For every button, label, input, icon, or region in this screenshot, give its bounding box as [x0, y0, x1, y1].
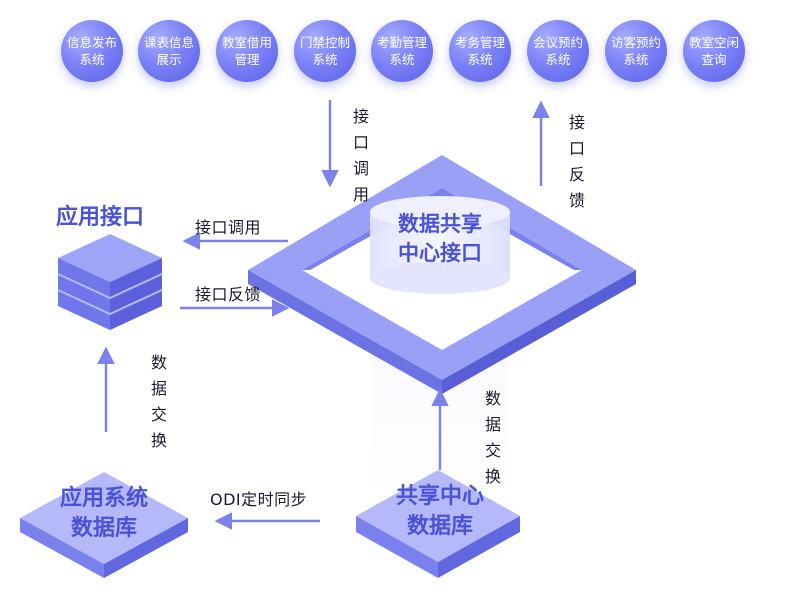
service-label: 考勤管理系统: [377, 35, 428, 67]
hub-cylinder: [370, 196, 510, 294]
label-left-exchange: 数据交换: [150, 353, 167, 450]
service-circle-visitor-booking[interactable]: 访客预约系统: [605, 20, 667, 82]
app-db-title-line1: 应用系统: [59, 486, 148, 511]
hub-title-line2: 中心接口: [398, 241, 482, 265]
app-db-tile: [20, 472, 188, 578]
service-label: 门禁控制系统: [300, 35, 351, 67]
label-left-call: 接口调用: [195, 218, 262, 237]
service-label: 访客预约系统: [611, 35, 662, 67]
hub-title-line1: 数据共享: [398, 212, 482, 236]
service-label: 课表信息展示: [144, 35, 195, 67]
service-circle-meeting-booking[interactable]: 会议预约系统: [527, 20, 589, 82]
label-right-exchange: 数据交换: [484, 389, 501, 486]
shared-db-title: 共享中心 数据库: [372, 482, 508, 542]
shared-db-title-line2: 数据库: [406, 514, 473, 539]
service-circle-info-publish[interactable]: 信息发布系统: [61, 20, 123, 82]
service-circle-classroom-free[interactable]: 教室空闲查询: [683, 20, 745, 82]
label-odi-sync: ODI定时同步: [210, 490, 308, 509]
service-circle-exam-affairs[interactable]: 考务管理系统: [449, 20, 511, 82]
label-top-feedback: 接口反馈: [568, 113, 585, 210]
app-db-title: 应用系统 数据库: [36, 484, 172, 544]
service-circle-access-control[interactable]: 门禁控制系统: [294, 20, 356, 82]
service-circle-attendance[interactable]: 考勤管理系统: [371, 20, 433, 82]
shared-db-tile: [356, 470, 520, 578]
service-label: 教室借用管理: [222, 35, 273, 67]
label-left-feedback: 接口反馈: [195, 285, 262, 304]
label-top-call: 接口调用: [352, 107, 369, 204]
service-label: 会议预约系统: [533, 35, 584, 67]
service-label: 教室空闲查询: [689, 35, 740, 67]
app-db-title-line2: 数据库: [70, 516, 137, 541]
service-label: 考务管理系统: [455, 35, 506, 67]
hub-title: 数据共享 中心接口: [380, 210, 500, 268]
service-circle-schedule-display[interactable]: 课表信息展示: [138, 20, 200, 82]
app-interface-title: 应用接口: [56, 205, 145, 230]
service-label: 信息发布系统: [67, 35, 118, 67]
shared-db-title-line1: 共享中心: [395, 484, 484, 509]
service-circle-classroom-borrow[interactable]: 教室借用管理: [216, 20, 278, 82]
app-interface-cube: [57, 234, 163, 330]
